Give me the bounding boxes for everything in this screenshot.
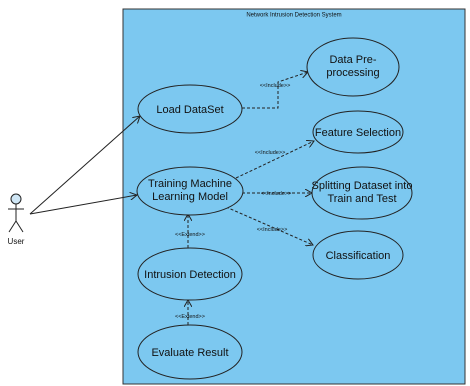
actor-head: [10, 193, 22, 205]
usecase-load-dataset: Load DataSet: [137, 84, 243, 134]
usecase-label: Evaluate Result: [151, 347, 228, 359]
usecase-label: Classification: [326, 250, 391, 262]
usecase-label: Intrusion Detection: [144, 269, 236, 281]
include-label-prep: <<Include>>: [260, 83, 291, 89]
include-label-split: <<Include>>: [261, 191, 292, 197]
extend-label-intrusion: <<Extend>>: [175, 232, 205, 238]
usecase-label-line2: Learning Model: [152, 191, 228, 203]
usecase-label: Feature Selection: [315, 127, 401, 139]
include-label-feature: <<Include>>: [255, 150, 286, 156]
usecase-intrusion-detection: Intrusion Detection: [137, 247, 243, 301]
actor-left-leg: [8, 220, 17, 233]
actor-right-leg: [15, 220, 24, 233]
include-train-feature: [235, 141, 314, 179]
usecase-label-line1: Training Machine: [148, 178, 232, 190]
usecase-evaluate-result: Evaluate Result: [137, 324, 243, 380]
usecase-feature-selection: Feature Selection: [312, 110, 404, 154]
actor-label: User: [8, 237, 25, 246]
usecase-label-line2: Train and Test: [327, 193, 396, 205]
include-train-class: [225, 206, 313, 245]
usecase-label: Load DataSet: [156, 104, 223, 116]
actor-user: User: [8, 193, 25, 246]
usecase-classification: Classification: [312, 230, 404, 280]
usecase-label-line2: processing: [326, 67, 379, 79]
system-title: Network Intrusion Detection System: [246, 13, 341, 19]
usecase-label-line1: Splitting Dataset into: [312, 180, 413, 192]
include-label-class: <<Include>>: [257, 227, 288, 233]
association-train: [29, 195, 137, 215]
extend-label-eval: <<Extend>>: [175, 314, 205, 320]
association-load: [29, 116, 140, 215]
usecase-training-ml-model: Training Machine Learning Model: [136, 166, 244, 216]
usecase-splitting-dataset: Splitting Dataset into Train and Test: [311, 166, 413, 220]
usecase-label-line1: Data Pre-: [329, 54, 376, 66]
include-load-prep: [242, 72, 308, 109]
usecase-data-preprocessing: Data Pre- processing: [306, 37, 400, 97]
